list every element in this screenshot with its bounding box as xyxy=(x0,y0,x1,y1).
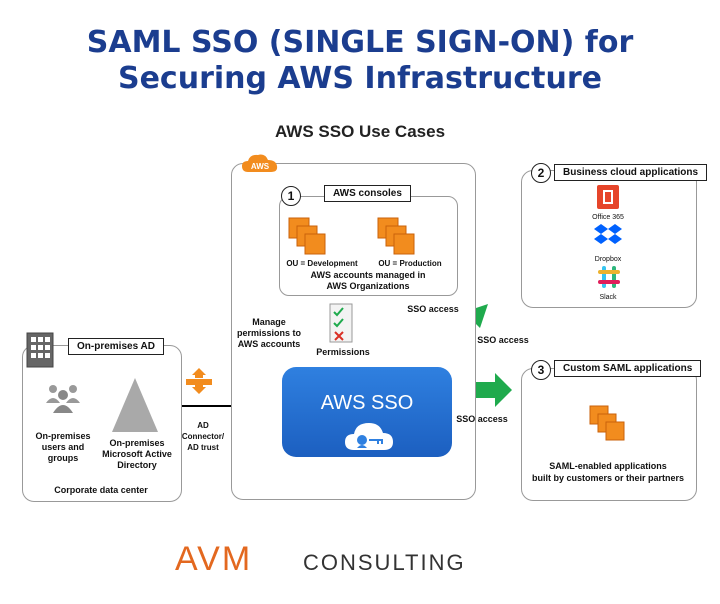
business-apps-title: Business cloud applications xyxy=(554,164,708,181)
sso-access-right-arrow xyxy=(455,373,512,407)
permissions-label: Permissions xyxy=(316,347,370,357)
aws-consoles-caption-line2: AWS Organizations xyxy=(326,281,410,291)
office365-label: Office 365 xyxy=(592,214,624,221)
onprem-ad-line2: Microsoft Active xyxy=(102,449,172,459)
onprem-users-line2: users and xyxy=(41,442,85,452)
aws-cloud-icon: AWS xyxy=(242,154,278,172)
onprem-ad-box xyxy=(22,345,182,502)
ad-connector-line1: AD xyxy=(197,421,209,430)
ad-connector-icon xyxy=(186,368,212,394)
onprem-ad-line1: On-premises xyxy=(109,438,165,448)
step-number-3: 3 xyxy=(531,360,551,380)
building-icon xyxy=(26,332,54,368)
ad-connector-line2: Connector/ xyxy=(181,432,225,441)
cloud-key-icon xyxy=(345,423,393,450)
active-directory-triangle-icon xyxy=(112,378,158,432)
ad-connector-line3: AD trust xyxy=(187,443,219,452)
onprem-users-line1: On-premises xyxy=(35,431,91,441)
onprem-users-line3: groups xyxy=(47,453,79,463)
onprem-ad-title: On-premises AD xyxy=(68,338,164,355)
manage-permissions-line1: Manage xyxy=(252,317,286,327)
sso-access-label-right: SSO access xyxy=(456,414,508,424)
sso-access-label-diagonal: SSO access xyxy=(477,335,529,345)
manage-permissions-line2: permissions to xyxy=(236,328,301,338)
custom-app-icon xyxy=(589,405,625,441)
aws-consoles-caption-line1: AWS accounts managed in xyxy=(310,270,426,280)
step-number-2: 2 xyxy=(531,163,551,183)
aws-consoles-title: AWS consoles xyxy=(324,185,411,202)
office365-icon xyxy=(597,185,619,209)
ou-production-icon xyxy=(377,217,415,255)
page-title-line2: Securing AWS Infrastructure xyxy=(117,61,603,96)
diagram-subtitle: AWS SSO Use Cases xyxy=(274,122,446,141)
custom-saml-caption-line2: built by customers or their partners xyxy=(531,473,685,483)
brand-avm: AVM xyxy=(175,540,253,578)
custom-saml-caption-line1: SAML-enabled applications xyxy=(549,461,667,471)
step-number-1: 1 xyxy=(281,186,301,206)
ou-development-icon xyxy=(288,217,326,255)
users-group-icon xyxy=(46,385,80,413)
slack-label: Slack xyxy=(599,294,617,301)
custom-saml-title: Custom SAML applications xyxy=(554,360,702,377)
aws-badge-text: AWS xyxy=(251,162,270,171)
sso-access-label-up: SSO access xyxy=(407,304,459,314)
custom-saml-box xyxy=(521,368,697,501)
ou-development-label: OU = Development xyxy=(286,259,358,268)
onprem-ad-line3: Directory xyxy=(117,460,157,470)
brand-consulting: CONSULTING xyxy=(303,550,466,575)
corporate-data-center-label: Corporate data center xyxy=(54,485,148,495)
ou-production-label: OU = Production xyxy=(378,259,442,268)
permissions-checklist-icon xyxy=(329,303,353,343)
dropbox-label: Dropbox xyxy=(594,256,622,263)
page-title-line1: SAML SSO (SINGLE SIGN-ON) for xyxy=(86,25,634,60)
slack-icon xyxy=(598,266,620,288)
aws-sso-label: AWS SSO xyxy=(320,392,414,414)
manage-permissions-line3: AWS accounts xyxy=(237,339,301,349)
dropbox-icon xyxy=(594,224,622,244)
